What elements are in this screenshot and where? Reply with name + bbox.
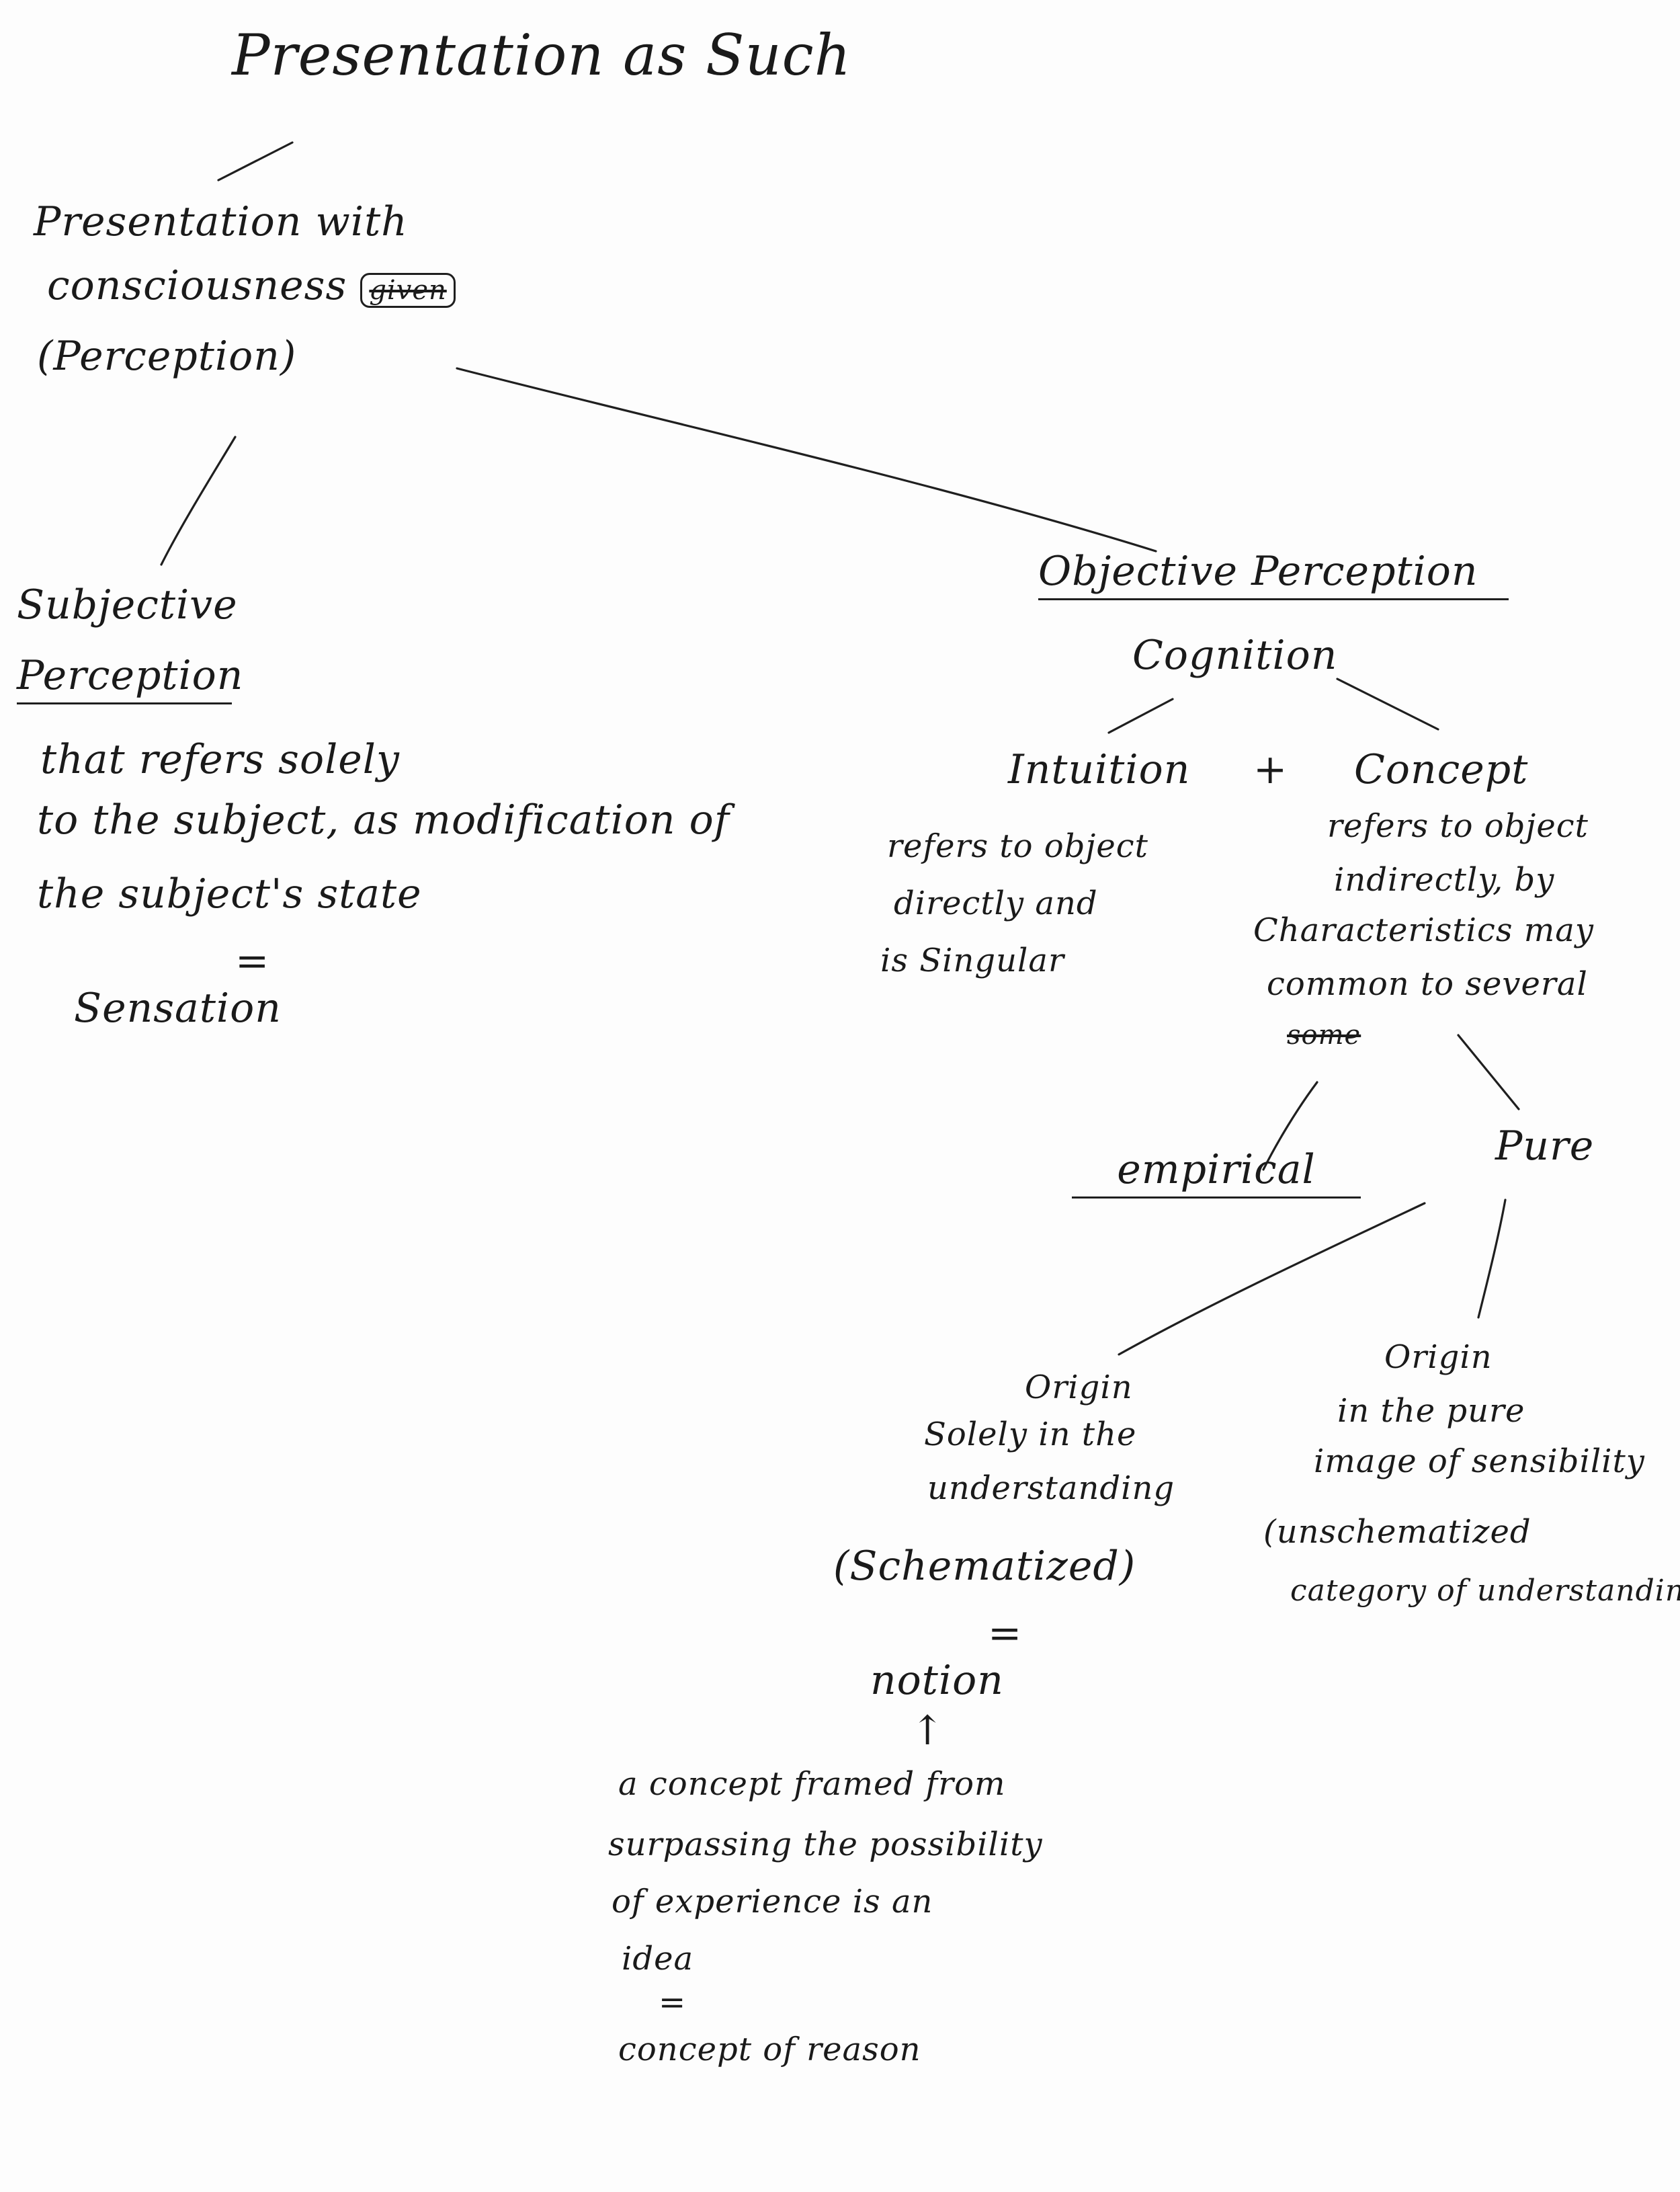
sensibility-pure: in the pure [1337, 1392, 1525, 1430]
edge-pure-to-sensibility [1477, 1199, 1507, 1319]
understanding-solely: Solely in the [924, 1416, 1137, 1453]
sensibility-origin: Origin [1384, 1338, 1493, 1376]
idea-line-1: a concept framed from [618, 1765, 1006, 1803]
perception-line-2: consciousness given [47, 266, 456, 308]
perception-consciousness: consciousness [47, 262, 347, 309]
concept-desc-2: indirectly, by [1334, 861, 1555, 899]
edge-perception-to-objective [456, 367, 1157, 553]
intuition-label: Intuition [1008, 746, 1191, 793]
intuition-desc-1: refers to object [887, 827, 1148, 865]
understanding-notion: notion [870, 1657, 1004, 1704]
intuition-desc-2: directly and [894, 885, 1098, 922]
concept-desc-4: common to several [1267, 965, 1588, 1003]
sensibility-unschematized: (unschematized [1263, 1513, 1531, 1551]
understanding-equals: = [988, 1610, 1023, 1657]
concept-desc-3: Characteristics may [1253, 911, 1594, 949]
edge-concept-to-empirical [1262, 1081, 1318, 1171]
objective-cognition: Cognition [1132, 632, 1338, 679]
edge-cognition-to-intuition [1107, 698, 1174, 734]
subjective-result-sensation: Sensation [74, 985, 282, 1032]
idea-equals: = [659, 1984, 687, 2021]
edge-concept-to-pure [1457, 1034, 1520, 1110]
subjective-desc-1: that refers solely [40, 736, 400, 783]
intuition-plus: + [1253, 746, 1288, 793]
edge-title-to-perception [217, 141, 294, 181]
edge-perception-to-subjective [160, 436, 237, 566]
empirical-label: empirical [1072, 1149, 1361, 1199]
understanding-schematized: (Schematized) [833, 1543, 1136, 1590]
sensibility-category: category of understanding) [1290, 1574, 1680, 1608]
idea-concept-of-reason: concept of reason [618, 2031, 921, 2068]
perception-struck-word: given [360, 273, 456, 308]
understanding-understanding: understanding [927, 1469, 1175, 1507]
edge-cognition-to-concept [1336, 678, 1439, 731]
idea-line-3: of experience is an [612, 1883, 933, 1920]
subjective-desc-3: the subject's state [37, 870, 422, 918]
subjective-desc-2: to the subject, as modification of [37, 797, 730, 844]
subjective-equals: = [235, 938, 270, 985]
pure-label: Pure [1495, 1123, 1595, 1170]
subjective-heading-1: Subjective [17, 581, 238, 628]
concept-desc-1: refers to object [1327, 807, 1589, 845]
idea-line-2: surpassing the possibility [608, 1826, 1043, 1863]
understanding-arrow-icon: ↑ [911, 1707, 946, 1754]
sensibility-image: image of sensibility [1314, 1443, 1645, 1480]
diagram-title: Presentation as Such [232, 22, 851, 88]
perception-line-3: (Perception) [37, 333, 297, 380]
perception-line-1: Presentation with [34, 198, 408, 245]
understanding-origin: Origin [1025, 1369, 1133, 1406]
edge-pure-to-understanding [1118, 1202, 1426, 1356]
concept-label: Concept [1354, 746, 1529, 793]
subjective-heading-2: Perception [17, 655, 243, 704]
concept-struck-word: some [1287, 1020, 1361, 1051]
intuition-desc-3: is Singular [880, 942, 1064, 979]
idea-line-4: idea [622, 1940, 694, 1978]
objective-heading: Objective Perception [1038, 551, 1509, 600]
